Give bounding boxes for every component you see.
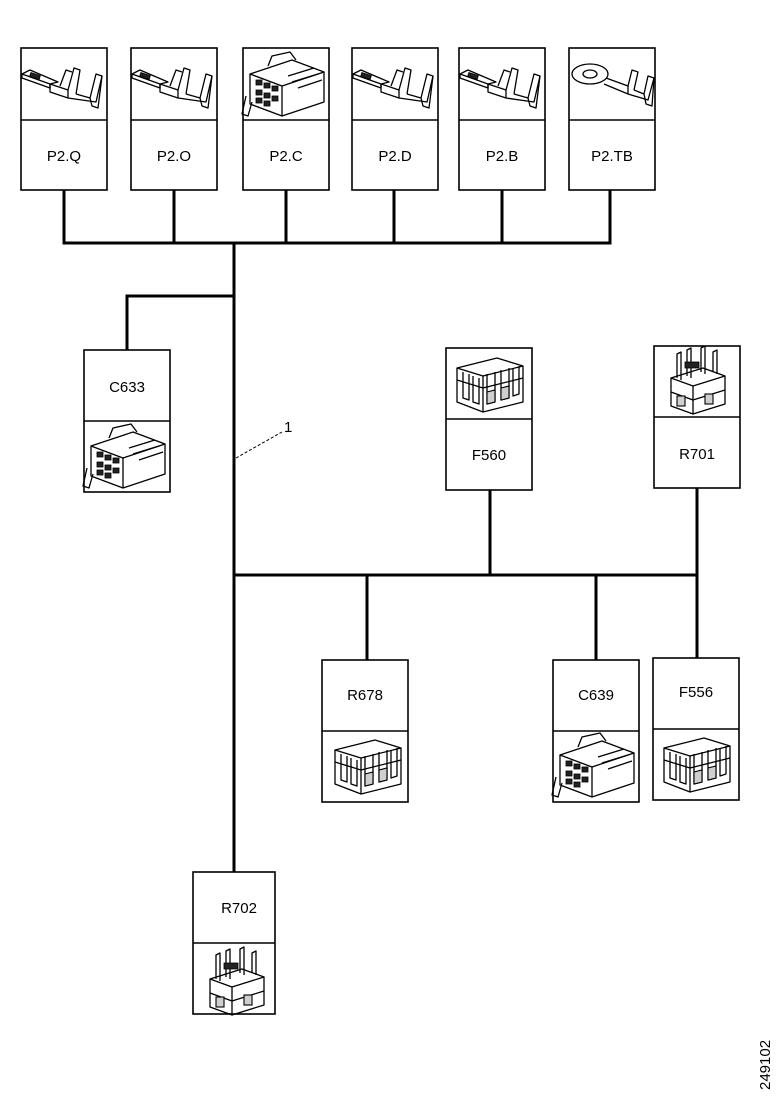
harness-callout: 1 [235, 419, 292, 459]
connector-label: F556 [679, 684, 713, 701]
connector-box-f560: F560 [445, 347, 533, 491]
connector-box-p2-c: P2.C [241, 47, 330, 191]
connector-box-p2-o: P2.O [130, 47, 218, 191]
connector-label: P2.Q [47, 148, 81, 165]
connector-label: F560 [472, 447, 506, 464]
figure-number: 249102 [757, 1040, 774, 1090]
connector-box-p2-tb: P2.TB [568, 47, 656, 191]
connector-label: C633 [109, 379, 145, 396]
connector-box-c633: C633 [82, 349, 171, 493]
connector-box-p2-q: P2.Q [20, 47, 108, 191]
connector-box-r701: R701 [653, 345, 741, 489]
callout-number: 1 [284, 419, 292, 436]
connector-label: C639 [578, 687, 614, 704]
connector-label: P2.TB [591, 148, 633, 165]
connector-label: P2.D [378, 148, 412, 165]
connector-label: R702 [221, 900, 257, 917]
connector-label: P2.O [157, 148, 191, 165]
connector-box-c639: C639 [551, 659, 640, 803]
connector-label: P2.B [486, 148, 519, 165]
harness-wiring [62, 188, 699, 874]
connector-label: P2.C [269, 148, 303, 165]
connector-label: R678 [347, 687, 383, 704]
connector-box-f556: F556 [652, 657, 740, 801]
connector-box-r702: R702 [192, 871, 276, 1016]
connector-box-r678: R678 [321, 659, 409, 803]
connector-box-p2-b: P2.B [458, 47, 546, 191]
connector-label: R701 [679, 446, 715, 463]
connector-box-p2-d: P2.D [351, 47, 439, 191]
